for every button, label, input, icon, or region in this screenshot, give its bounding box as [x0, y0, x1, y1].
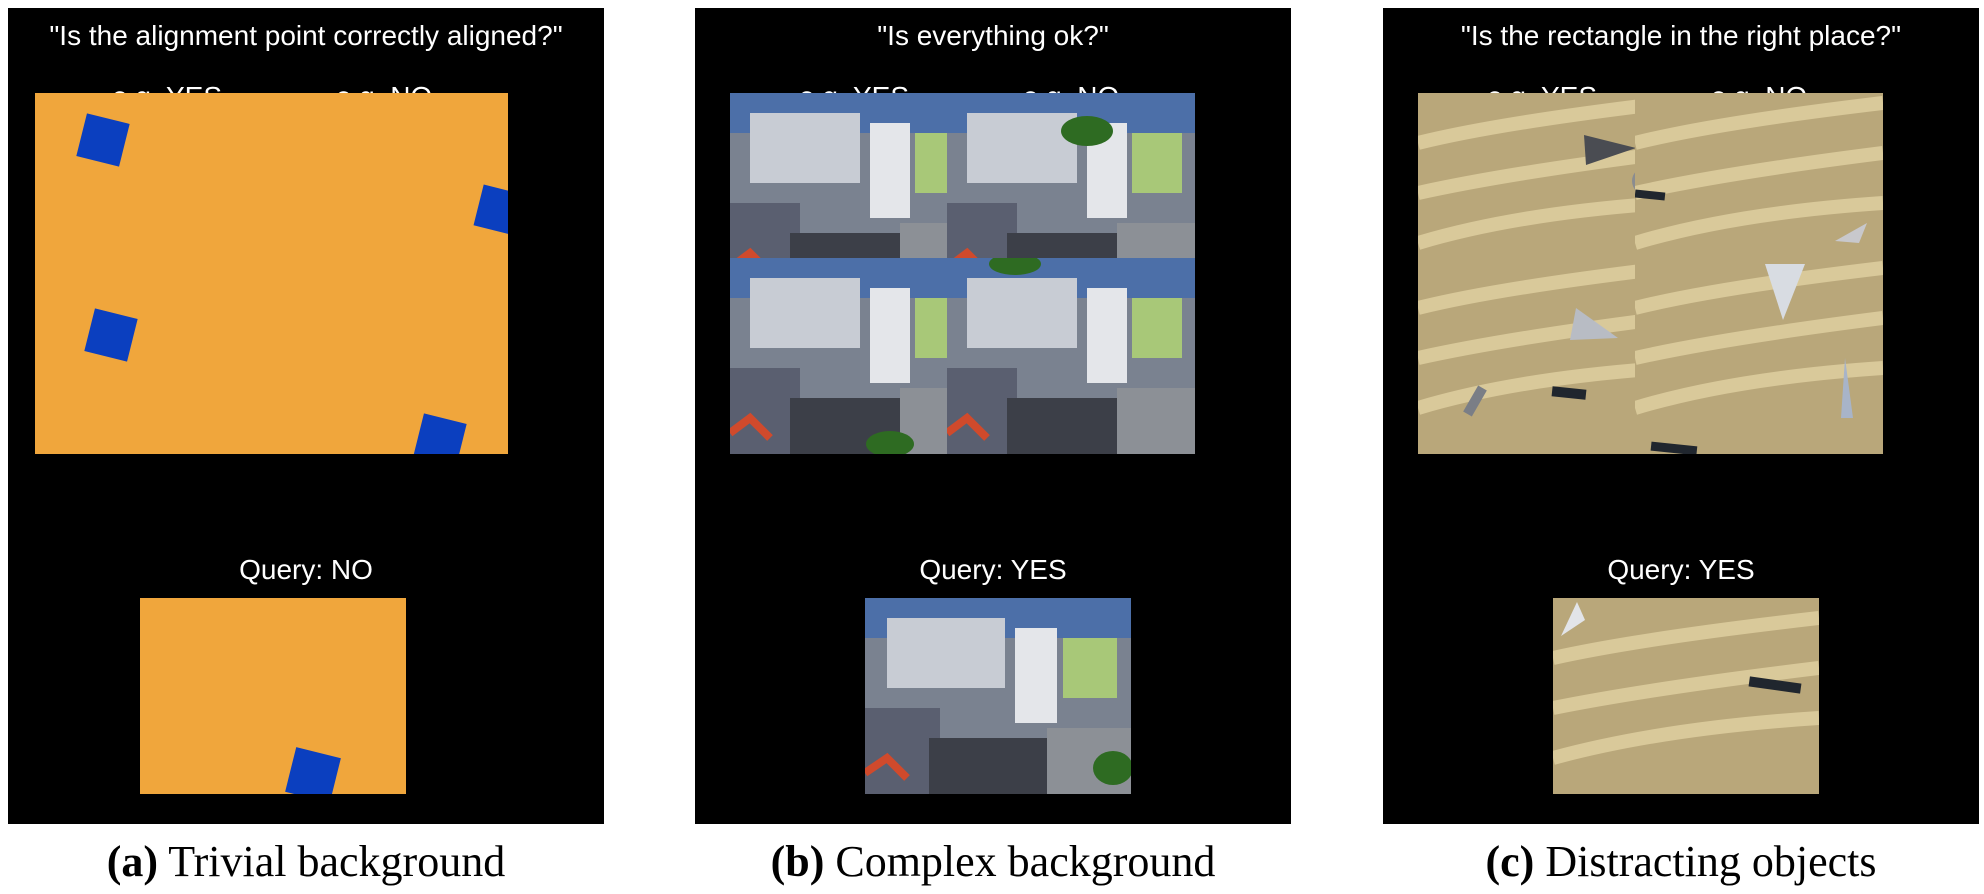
panel-a-no-image-1 [260, 93, 508, 289]
panel-c-yes-image-1 [1418, 93, 1666, 289]
panel-c-yes-image-2 [1418, 258, 1666, 454]
panel-a-yes-image-2 [35, 258, 283, 454]
panel-c-no-image-1 [1635, 93, 1883, 289]
panel-b-yes-image-1 [730, 93, 978, 289]
panel-a-question: "Is the alignment point correctly aligne… [49, 20, 563, 51]
caption-b-letter: (b) [770, 837, 825, 886]
caption-a-text: Trivial background [158, 837, 506, 886]
panel-b-question: "Is everything ok?" [877, 20, 1109, 51]
panel-b: "Is everything ok?" e.g. YES e.g. NO [695, 8, 1291, 824]
panel-a: "Is the alignment point correctly aligne… [8, 8, 604, 824]
panel-b-query-label: Query: YES [919, 554, 1067, 585]
panel-b-no-image-2 [947, 258, 1195, 454]
panel-a-no-image-2 [260, 258, 508, 454]
caption-a: (a) Trivial background [8, 836, 604, 887]
panel-c-no-image-2 [1635, 258, 1883, 454]
caption-c-text: Distracting objects [1534, 837, 1877, 886]
panel-c-query-label: Query: YES [1607, 554, 1755, 585]
panel-a-yes-image-1 [35, 93, 283, 289]
panel-b-yes-image-2 [730, 258, 978, 454]
panel-c-question: "Is the rectangle in the right place?" [1460, 20, 1902, 51]
caption-b: (b) Complex background [695, 836, 1291, 887]
panel-b-query-image [865, 598, 1131, 794]
caption-c-letter: (c) [1485, 837, 1535, 886]
caption-a-letter: (a) [106, 837, 159, 886]
panel-c-query-image [1553, 598, 1819, 794]
caption-c: (c) Distracting objects [1383, 836, 1979, 887]
panel-a-query-label: Query: NO [239, 554, 373, 585]
caption-b-text: Complex background [824, 837, 1216, 886]
panel-a-query-image [140, 598, 406, 794]
panel-c: "Is the rectangle in the right place?" e… [1383, 8, 1979, 824]
